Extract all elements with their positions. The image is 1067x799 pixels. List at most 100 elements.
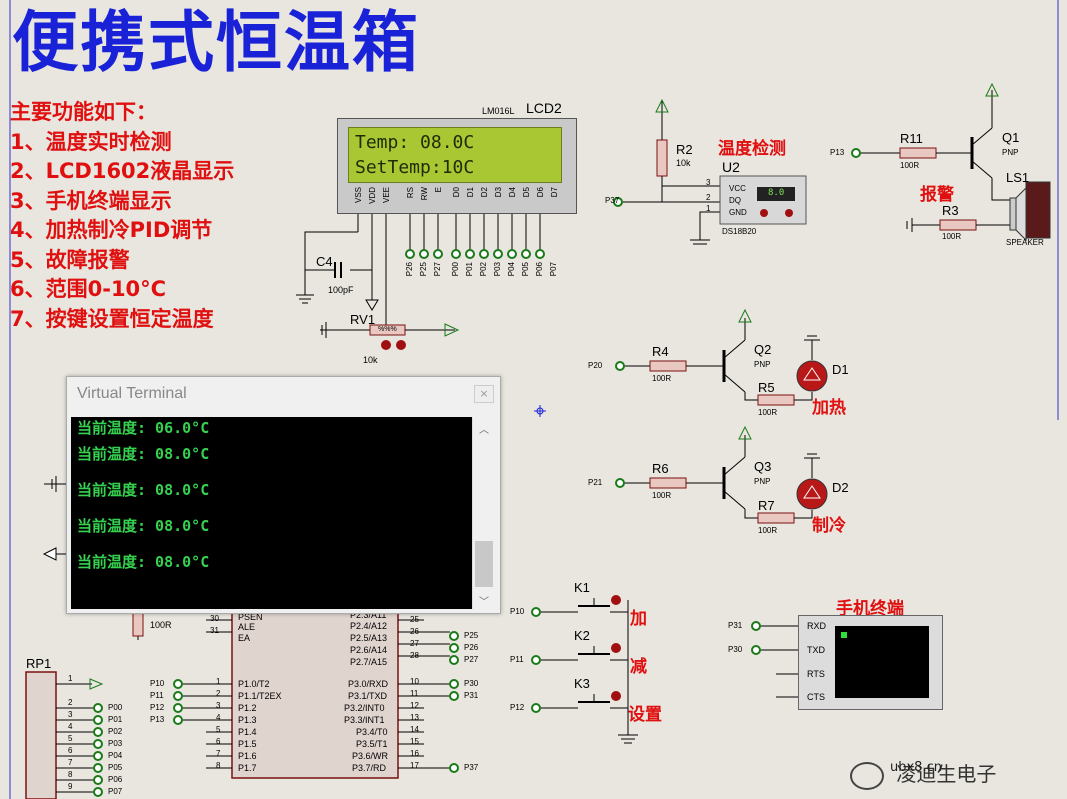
mcu-pin-num: 8 (216, 761, 221, 770)
r4-ref: R4 (652, 344, 669, 359)
mcu-net-terminals[interactable] (173, 631, 459, 773)
mcu-pin-label: P1.3 (238, 715, 257, 725)
u2-ref: U2 (722, 159, 740, 175)
net-p07-label: P07 (108, 787, 123, 796)
scrollbar-thumb[interactable] (475, 541, 493, 587)
net-p02-label: P02 (108, 727, 123, 736)
mcu-pin-num: 30 (210, 614, 219, 623)
u2-pin-label: GND (729, 208, 747, 217)
mcu-pin-label: P3.3/INT1 (344, 715, 385, 725)
mcu-pin-label: EA (238, 633, 251, 643)
net-p31-label: P31 (728, 621, 743, 630)
net-p11-mcu-label: P11 (150, 691, 164, 700)
u2-pin-label: DQ (729, 196, 741, 205)
crosshair-cursor (534, 405, 546, 417)
cool-wires (624, 425, 820, 524)
phone-terminal[interactable]: RXD TXD RTS CTS (798, 615, 943, 710)
rp1-pins (56, 683, 94, 793)
ls1-ref: LS1 (1006, 170, 1030, 185)
d2-led[interactable] (796, 478, 828, 510)
net-p25-label: P25 (464, 631, 479, 640)
ds18b20-btn-up[interactable] (785, 209, 793, 217)
net-p37-terminal[interactable] (613, 197, 623, 207)
k1-button[interactable] (611, 595, 621, 605)
net-p10-terminal[interactable] (531, 607, 541, 617)
net-p11-terminal[interactable] (531, 655, 541, 665)
r3-value: 100R (942, 232, 962, 241)
q3-type: PNP (754, 477, 771, 486)
phone-pin-label: RXD (807, 621, 827, 631)
virtual-terminal-output[interactable]: 当前温度: 06.0°C 当前温度: 08.0°C 当前温度: 08.0°C 当… (71, 417, 472, 609)
temp-sensor-wires (622, 98, 720, 245)
ds18b20-reading: 8.0 (768, 188, 785, 198)
net-p20-label: P20 (588, 361, 603, 370)
virtual-terminal-window[interactable]: Virtual Terminal × 当前温度: 06.0°C 当前温度: 08… (66, 376, 501, 614)
terminal-scrollbar[interactable]: ︿ ﹀ (472, 417, 495, 609)
rp1-pin-num: 6 (68, 746, 73, 755)
u2-pin-num: 1 (706, 204, 711, 213)
mcu-pin-label: P1.5 (238, 739, 257, 749)
lcd-pin-label: VDD (368, 187, 377, 204)
q3-ref: Q3 (754, 459, 772, 474)
feature-item: 2、LCD1602液晶显示 (10, 159, 235, 183)
net-label: P07 (549, 262, 558, 277)
net-p12-terminal[interactable] (531, 703, 541, 713)
lcd-net-terminals[interactable] (405, 249, 545, 259)
pot-terminals (381, 340, 406, 350)
rp1-net-terminals[interactable] (93, 703, 103, 797)
feature-item: 3、手机终端显示 (10, 188, 172, 213)
lcd-line-1: Temp: 08.0C (355, 132, 475, 153)
net-label: P02 (479, 262, 488, 277)
watermark-site: ubx8.cn (890, 760, 942, 775)
mcu-pin-label: P2.7/A15 (350, 657, 388, 667)
scroll-down-icon[interactable]: ﹀ (479, 597, 489, 608)
d2-ref: D2 (832, 480, 849, 495)
terminal-line: 当前温度: 08.0°C (77, 445, 210, 463)
r4-value: 100R (652, 374, 672, 383)
d1-led[interactable] (796, 360, 828, 392)
lcd-pin-label: D4 (508, 187, 517, 198)
net-p13-terminal[interactable] (851, 148, 861, 158)
feature-item: 4、加热制冷PID调节 (10, 218, 213, 242)
cap-value: 100pF (328, 285, 354, 295)
mcu-pin-label: P1.6 (238, 751, 257, 761)
phone-screen[interactable] (835, 626, 929, 698)
k2-ref: K2 (574, 628, 590, 643)
virtual-terminal-title[interactable]: Virtual Terminal (77, 385, 187, 402)
terminal-line: 当前温度: 08.0°C (77, 517, 210, 535)
pot-percent: %%% (378, 326, 397, 333)
rp1-pin-num: 3 (68, 710, 73, 719)
close-icon[interactable]: × (474, 385, 494, 403)
speaker-body[interactable] (1025, 181, 1051, 239)
u2-pin-num: 2 (706, 193, 711, 202)
rp1-pin-num: 9 (68, 782, 73, 791)
lcd-module[interactable]: Temp: 08.0C SetTemp:10C VSS VDD VEE RS R… (337, 118, 577, 214)
k3-button[interactable] (611, 691, 621, 701)
rp1-body[interactable] (25, 671, 57, 799)
r2-value: 10k (676, 158, 691, 168)
net-p31-mcu-label: P31 (464, 691, 479, 700)
k2-button[interactable] (611, 643, 621, 653)
net-p31-phone-terminal[interactable] (751, 621, 761, 631)
scroll-up-icon[interactable]: ︿ (479, 425, 489, 436)
r2-ref: R2 (676, 142, 693, 157)
r7-ref: R7 (758, 498, 775, 513)
r5-ref: R5 (758, 380, 775, 395)
net-p21-terminal[interactable] (615, 478, 625, 488)
terminal-line: 当前温度: 08.0°C (77, 481, 210, 499)
ds18b20-btn-down[interactable] (760, 209, 768, 217)
mcu-pin-num: 2 (216, 689, 221, 698)
page-title: 便携式恒温箱 (12, 4, 420, 81)
net-label: P25 (419, 262, 428, 277)
r3-ref: R3 (942, 203, 959, 218)
net-p30-phone-terminal[interactable] (751, 645, 761, 655)
mcu-pin-num: 15 (410, 737, 419, 746)
phone-pin-label: TXD (807, 645, 825, 655)
lcd-pin-label: D3 (494, 187, 503, 198)
feature-item: 6、范围0-10°C (10, 277, 167, 301)
lcd-pin-labels: VSS VDD VEE RS RW E D0 D1 D2 D3 D4 D5 D6… (354, 187, 564, 209)
net-p03-label: P03 (108, 739, 123, 748)
mcu-pin-label: P3.0/RXD (348, 679, 389, 689)
net-p20-terminal[interactable] (615, 361, 625, 371)
